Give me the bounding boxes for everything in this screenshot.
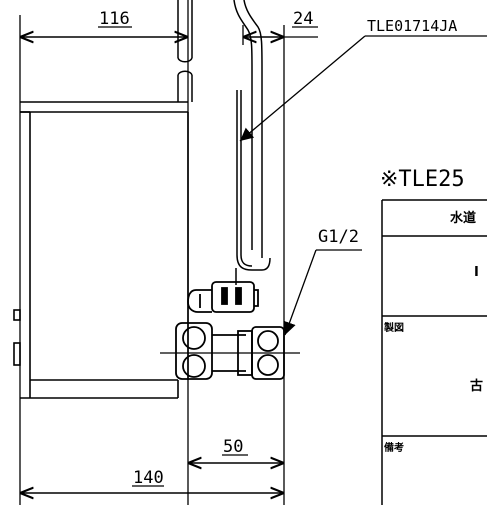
note-header: ※TLE25 [380, 167, 465, 192]
table-row-5: 備考 [384, 441, 404, 454]
dim-140-text: 140 [133, 468, 164, 488]
dim-50-text: 50 [223, 437, 243, 457]
unit-body [13, 101, 189, 399]
dimension-140: 140 [20, 468, 284, 493]
power-plug [187, 281, 259, 313]
dim-116-text: 116 [99, 9, 130, 29]
note-header-text: ※TLE25 [380, 167, 465, 192]
valve-fitting [160, 322, 300, 380]
dimension-116: 116 [20, 9, 188, 37]
part-number-text: TLE01714JA [367, 17, 457, 35]
table-row-2: I [474, 265, 479, 280]
table-row-3: 製図 [383, 321, 404, 334]
title-table [381, 199, 487, 505]
dimension-50: 50 [188, 437, 284, 463]
pipe-tube [177, 0, 271, 285]
dim-24-text: 24 [293, 9, 313, 29]
thread-text: G1/2 [318, 227, 359, 247]
thread-label: G1/2 [283, 227, 362, 336]
extension-lines [19, 0, 285, 505]
part-label: TLE01714JA [239, 17, 487, 142]
table-row-4: 古 [470, 378, 483, 394]
table-row-1: 水道 [450, 210, 476, 226]
